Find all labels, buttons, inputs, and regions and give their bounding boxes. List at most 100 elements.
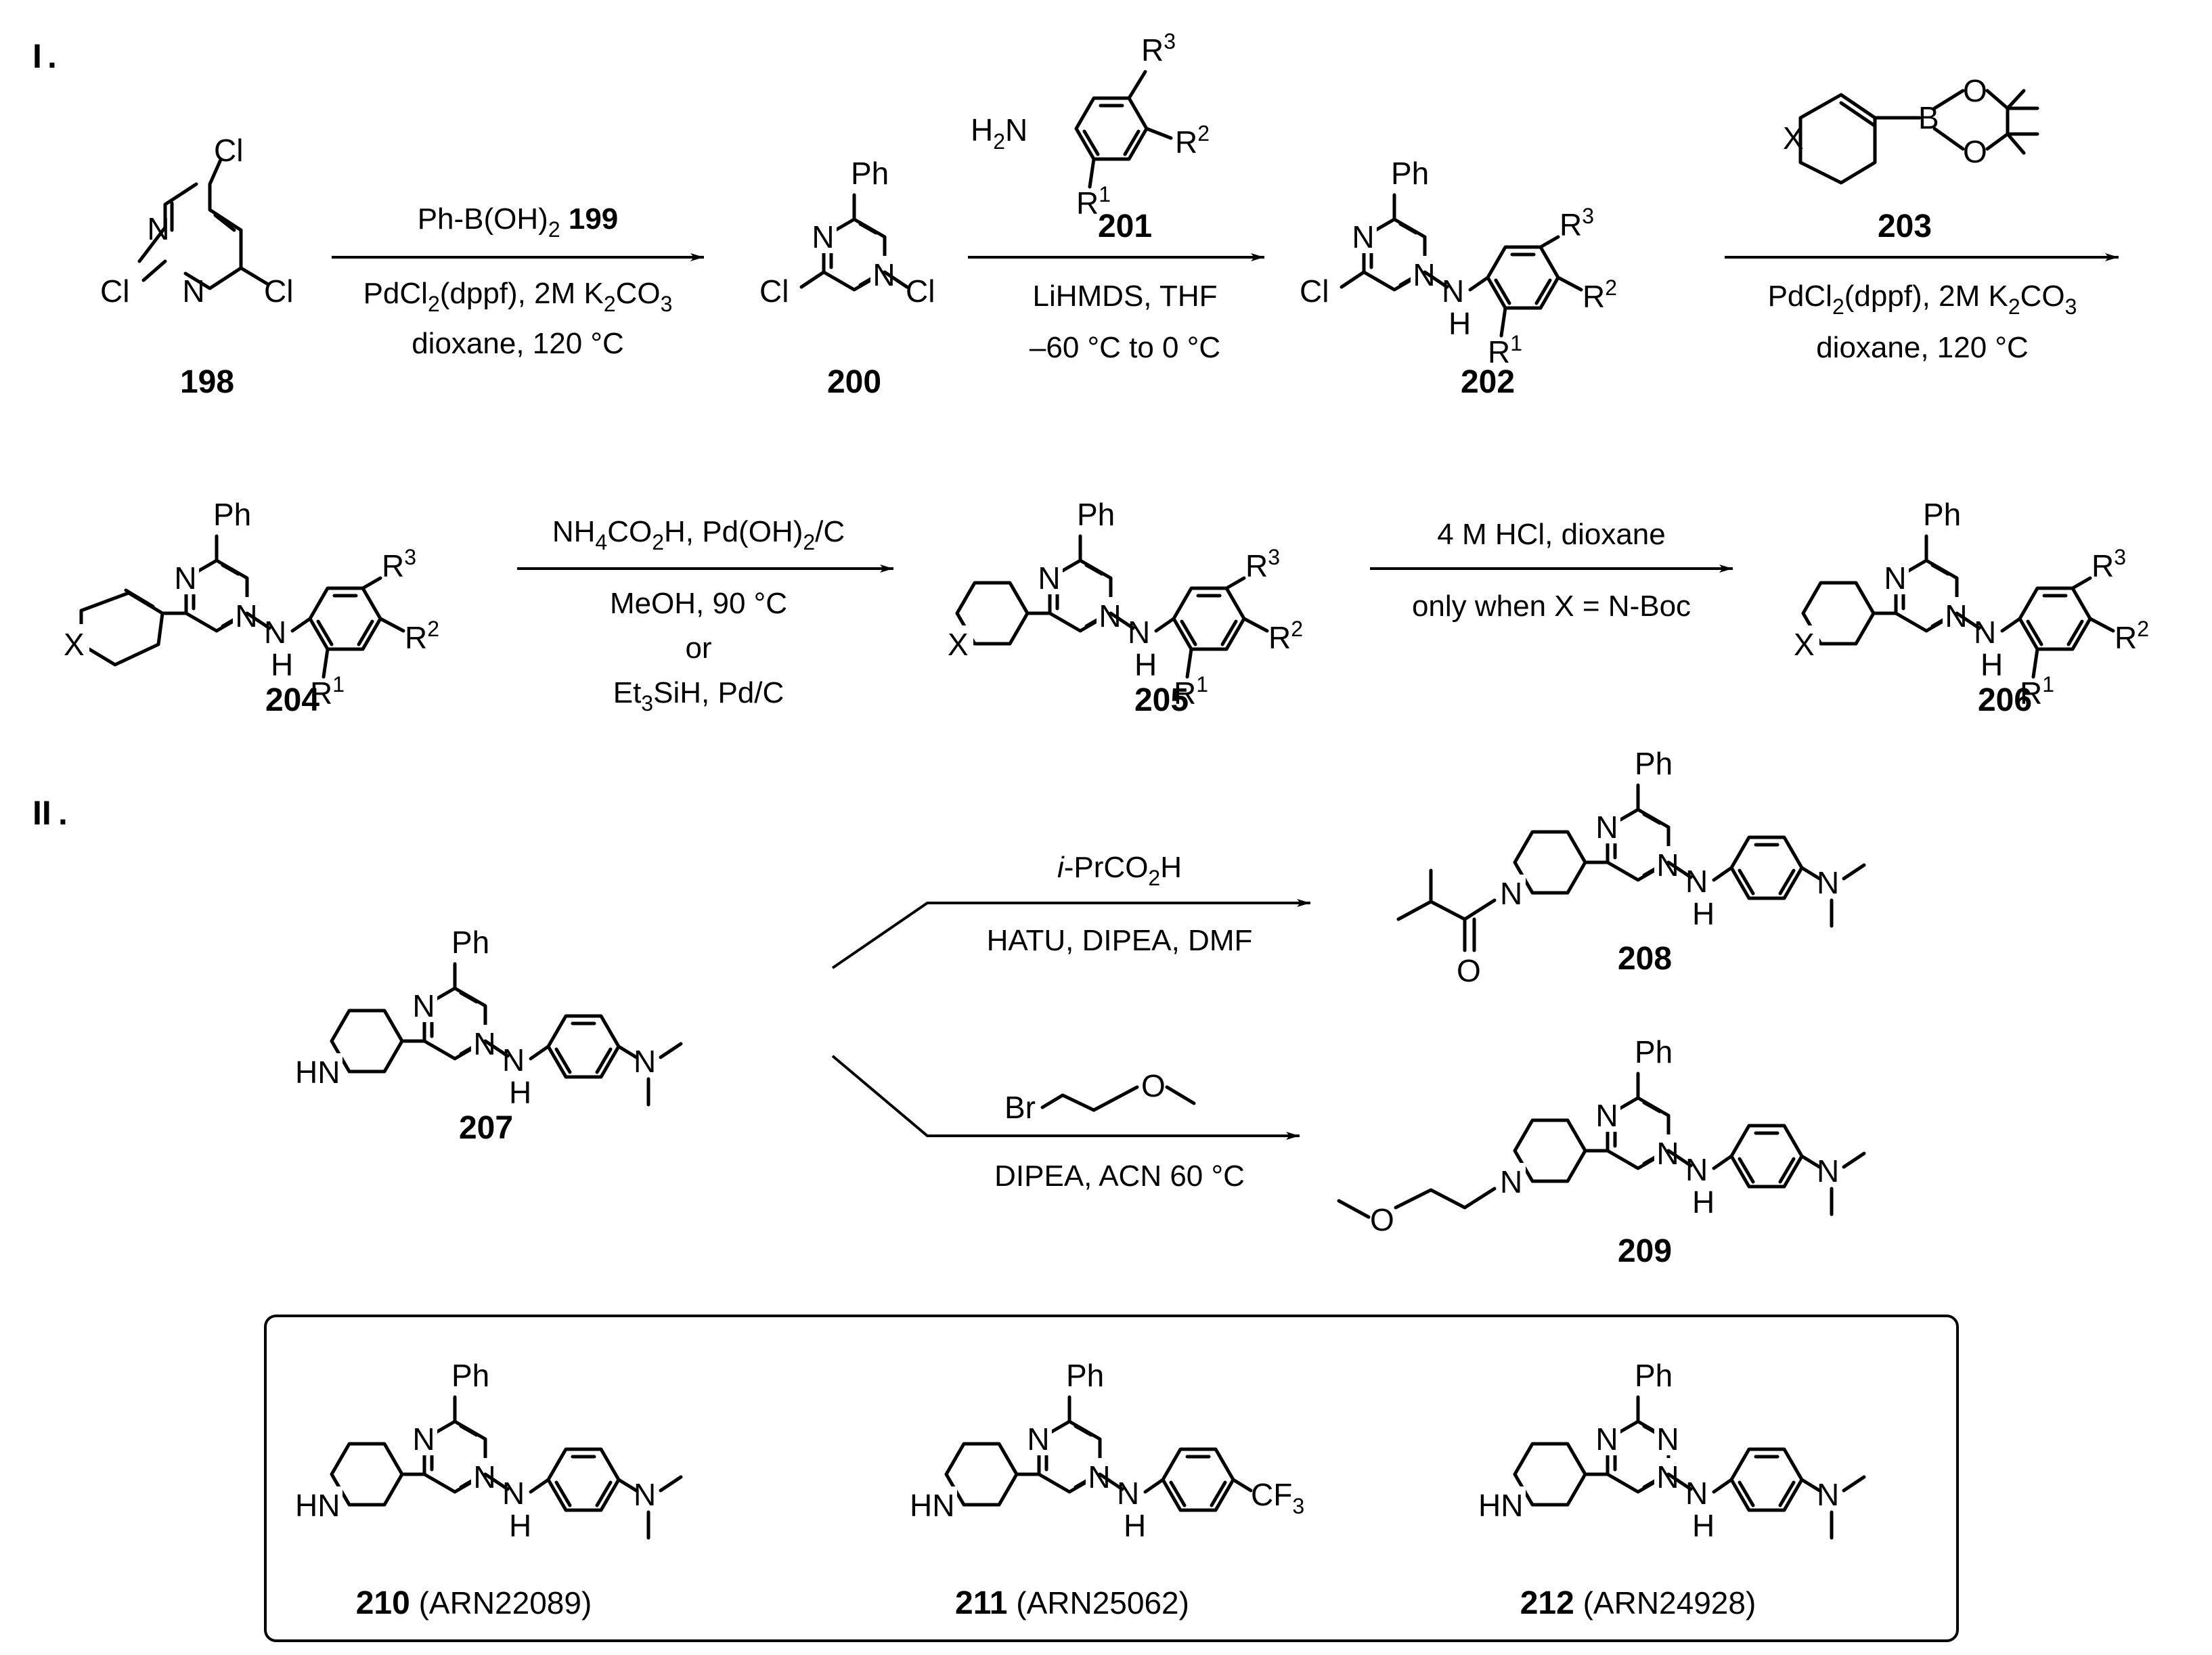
compound-201: H2N R3 R2 R1 xyxy=(971,29,1210,221)
atom-b: B xyxy=(1918,100,1939,135)
compound-203: X B O O xyxy=(1783,73,2039,185)
conditions-step1-solvent: dioxane, 120 °C xyxy=(412,327,624,360)
atom-hn: HN xyxy=(295,1055,340,1090)
atom-r3: R3 xyxy=(2092,545,2126,583)
atom-hn: HN xyxy=(1478,1488,1523,1523)
atom-hn: HN xyxy=(910,1488,954,1523)
compound-208: Ph N O N H N xyxy=(1396,746,1866,988)
compound-number-208: 208 xyxy=(1618,941,1672,977)
compound-number-198: 198 xyxy=(180,364,234,400)
conditions-step5-note: only when X = N-Boc xyxy=(1412,590,1691,623)
atom-hn: HN xyxy=(295,1488,340,1523)
atom-ph: Ph xyxy=(1635,1358,1673,1393)
atom-r3: R3 xyxy=(1560,204,1594,242)
conditions-step7-base: DIPEA, ACN 60 °C xyxy=(994,1160,1245,1193)
compound-number-205: 205 xyxy=(1134,682,1189,718)
atom-r1: R1 xyxy=(1488,331,1522,370)
atom-r1: R1 xyxy=(310,672,345,711)
atom-h: H xyxy=(1692,1185,1715,1220)
atom-ph: Ph xyxy=(1635,1034,1673,1069)
highlight-box xyxy=(264,1315,1959,1642)
atom-cl: Cl xyxy=(214,133,243,168)
atom-o: O xyxy=(1370,1202,1394,1237)
atom-h: H xyxy=(271,647,293,682)
compound-205: Ph X N H R3 R2 R1 xyxy=(946,497,1303,711)
atom-cl: Cl xyxy=(264,273,293,309)
atom-o: O xyxy=(1457,953,1481,988)
atom-ph: Ph xyxy=(1391,156,1429,191)
svg-text:.: . xyxy=(58,794,68,832)
compound-204: Ph X N H R3 R2 R1 xyxy=(62,497,439,711)
atom-r2: R2 xyxy=(1175,121,1210,160)
atom-n: N xyxy=(1817,1477,1839,1512)
compound-number-200: 200 xyxy=(827,364,881,400)
conditions-step2-base: LiHMDS, THF xyxy=(1033,280,1218,313)
compound-207: Ph HN N H N xyxy=(295,925,683,1110)
atom-nh: N xyxy=(1128,615,1150,650)
conditions-step1-catalyst: PdCl2(dppf), 2M K2CO3 xyxy=(363,277,673,316)
atom-h2n: H2N xyxy=(971,112,1027,154)
atom-ph: Ph xyxy=(1923,497,1961,532)
atom-nh: N xyxy=(1685,864,1708,899)
atom-r2: R2 xyxy=(2115,617,2149,655)
atom-o: O xyxy=(1141,1068,1166,1103)
atom-x: X xyxy=(948,627,969,662)
atom-n: N xyxy=(182,273,204,309)
atom-h: H xyxy=(1448,306,1471,341)
compound-number-209: 209 xyxy=(1618,1233,1672,1269)
section-label-ii: II xyxy=(32,794,51,832)
atom-nh: N xyxy=(1974,615,1996,650)
atom-h: H xyxy=(509,1508,531,1543)
conditions-step3-catalyst: PdCl2(dppf), 2M K2CO3 xyxy=(1768,280,2077,319)
atom-r3: R3 xyxy=(382,545,416,583)
atom-cl: Cl xyxy=(759,273,789,309)
atom-nh: N xyxy=(1442,273,1464,309)
conditions-step2-temp: –60 °C to 0 °C xyxy=(1030,331,1220,364)
conditions-step5-reagent: 4 M HCl, dioxane xyxy=(1437,518,1665,551)
compound-number-204: 204 xyxy=(265,682,319,718)
conditions-step4-alt: Et3SiH, Pd/C xyxy=(613,676,784,715)
conditions-step4-or: or xyxy=(685,632,711,665)
atom-ph: Ph xyxy=(213,497,251,532)
atom-br: Br xyxy=(1004,1090,1036,1125)
atom-cl: Cl xyxy=(1300,273,1329,309)
atom-h: H xyxy=(509,1075,531,1110)
compound-number-201: 201 xyxy=(1098,208,1152,244)
compound-211: Ph HN N H CF3 xyxy=(910,1358,1304,1543)
compound-210: Ph HN N H N xyxy=(295,1358,683,1543)
conditions-step1-reagent: Ph-B(OH)2 199 xyxy=(418,202,619,242)
atom-h: H xyxy=(1981,647,2003,682)
conditions-step6-acid: i-PrCO2H xyxy=(1057,851,1182,890)
atom-h: H xyxy=(1692,1508,1715,1543)
atom-r1: R1 xyxy=(1076,182,1111,221)
atom-n: N xyxy=(634,1044,656,1079)
atom-ph: Ph xyxy=(1066,1358,1104,1393)
compound-number-206: 206 xyxy=(1978,682,2032,718)
atom-ph: Ph xyxy=(1077,497,1115,532)
atom-n: N xyxy=(1500,1164,1522,1199)
reaction-arrow-7 xyxy=(831,1055,1300,1140)
atom-o: O xyxy=(1963,134,1987,169)
compound-206: Ph X N H R3 R2 R1 xyxy=(1792,497,2149,711)
atom-r2: R2 xyxy=(1268,617,1303,655)
conditions-step4-solvent: MeOH, 90 °C xyxy=(610,587,787,620)
atom-nh: N xyxy=(1117,1476,1139,1511)
atom-r3: R3 xyxy=(1141,29,1176,68)
atom-nh: N xyxy=(264,615,286,650)
atom-h: H xyxy=(1134,647,1157,682)
reagent-bromide: Br O xyxy=(1004,1068,1196,1125)
atom-n: N xyxy=(1817,1153,1839,1189)
compound-label-211: 211 (ARN25062) xyxy=(955,1585,1189,1621)
atom-cl: Cl xyxy=(906,273,935,309)
atom-ph: Ph xyxy=(451,925,489,960)
atom-nh: N xyxy=(1685,1152,1708,1187)
atom-n: N xyxy=(634,1477,656,1512)
atom-nh: N xyxy=(1685,1476,1708,1511)
atom-r2: R2 xyxy=(405,617,439,655)
atom-n: N xyxy=(1817,865,1839,900)
compound-label-212: 212 (ARN24928) xyxy=(1520,1585,1756,1621)
compound-number-207: 207 xyxy=(459,1110,513,1146)
atom-n: N xyxy=(147,211,169,246)
compound-209: Ph N O N H N xyxy=(1337,1034,1866,1237)
